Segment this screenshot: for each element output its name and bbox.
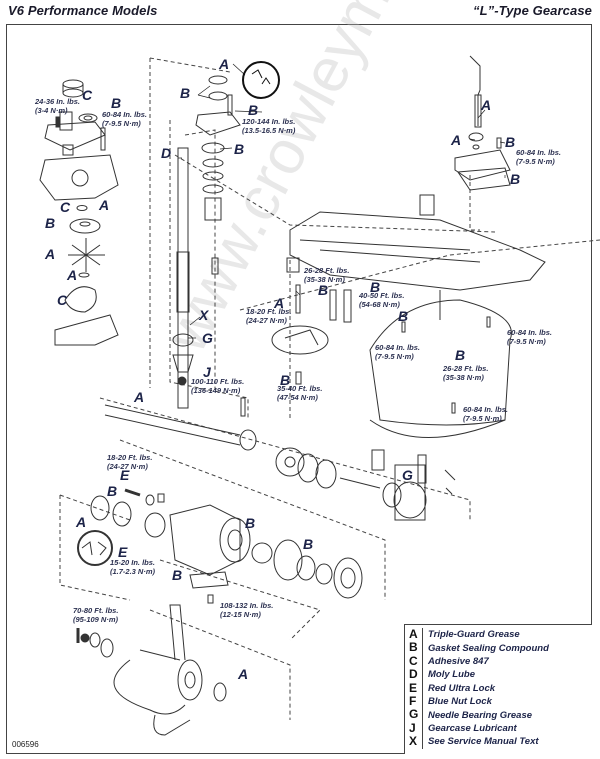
callout-letter: B — [248, 102, 259, 118]
callout-letter: A — [274, 295, 285, 311]
torque-spec: 60-84 In. lbs.(7-9.5 N·m) — [375, 343, 421, 362]
callout-letter: G — [402, 467, 413, 483]
legend-text: Blue Nut Lock — [428, 696, 492, 708]
torque-spec: 100-110 Ft. lbs.(136-149 N·m) — [191, 377, 245, 396]
legend-key: D — [409, 667, 423, 682]
legend-text: Gearcase Lubricant — [428, 722, 517, 734]
callout-letter: B — [455, 347, 466, 363]
legend-item: F Blue Nut Lock — [409, 694, 592, 709]
legend-text: Triple-Guard Grease — [428, 629, 520, 641]
torque-spec: 35-40 Ft. lbs.(47-54 N·m) — [277, 384, 323, 403]
callout-letter: B — [107, 483, 118, 499]
torque-spec: 60-84 In. lbs.(7-9.5 N·m) — [463, 405, 509, 424]
dashed-guides — [59, 57, 600, 720]
callout-letter: B — [234, 141, 245, 157]
callout-letter: A — [134, 389, 145, 405]
callout-letter: B — [303, 536, 314, 552]
legend-key: C — [409, 654, 423, 669]
legend-item: A Triple-Guard Grease — [409, 627, 592, 642]
bearing-carrier-parts — [77, 488, 363, 604]
lubricant-legend: A Triple-Guard Grease B Gasket Sealing Com… — [404, 624, 592, 754]
torque-spec: 18-20 Ft. lbs.(24-27 N·m) — [107, 453, 153, 472]
callout-letter: A — [238, 666, 249, 682]
legend-key: J — [409, 721, 423, 736]
legend-item: J Gearcase Lubricant — [409, 721, 592, 736]
page-title-left: V6 Performance Models — [8, 3, 158, 18]
torque-spec: 120-144 In. lbs.(13.5-16.5 N·m) — [242, 117, 296, 136]
torque-spec: 70-80 Ft. lbs.(95-109 N·m) — [73, 606, 119, 625]
callout-letter: B — [510, 171, 521, 187]
callout-letter: C — [60, 199, 71, 215]
legend-text: Adhesive 847 — [428, 655, 489, 667]
legend-text: Moly Lube — [428, 669, 475, 681]
torque-spec: 40-50 Ft. lbs.(54-68 N·m) — [359, 291, 405, 310]
torque-spec: 60-84 In. lbs.(7-9.5 N·m) — [516, 148, 562, 167]
mid-fasteners — [271, 257, 491, 414]
callout-letter: B — [318, 282, 329, 298]
callout-letter: X — [199, 307, 209, 323]
callout-letter: C — [82, 87, 93, 103]
legend-key: G — [409, 707, 423, 722]
legend-item: E Red Ultra Lock — [409, 681, 592, 695]
callout-letter: E — [120, 467, 130, 483]
legend-item: B Gasket Sealing Compound — [409, 640, 592, 655]
propshaft-parts — [104, 397, 456, 521]
detail-circle — [242, 61, 280, 99]
callout-letter: B — [398, 308, 409, 324]
torque-spec: 26-28 Ft. lbs.(35-38 N·m) — [304, 266, 350, 285]
torque-spec: 108-132 In. lbs.(12-15 N·m) — [220, 601, 274, 620]
legend-text: See Service Manual Text — [428, 736, 539, 748]
callout-letter: E — [118, 544, 128, 560]
legend-item: D Moly Lube — [409, 667, 592, 682]
torque-spec: 60-84 In. lbs.(7-9.5 N·m) — [507, 328, 553, 347]
driveshaft-parts — [172, 75, 241, 409]
callout-letter: A — [219, 56, 230, 72]
callout-letter: A — [45, 246, 56, 262]
torque-spec: 15-20 In. lbs.(1.7-2.3 N·m) — [110, 558, 156, 577]
torque-spec: 26-28 Ft. lbs.(35-38 N·m) — [443, 364, 489, 383]
page-title-right: “L”-Type Gearcase — [473, 3, 592, 18]
legend-text: Red Ultra Lock — [428, 682, 496, 694]
callout-letter: B — [280, 372, 291, 388]
shift-shaft-parts — [454, 55, 511, 191]
callout-letter: A — [451, 132, 462, 148]
legend-item: X See Service Manual Text — [409, 734, 592, 749]
callout-letter: B — [245, 515, 256, 531]
propeller — [76, 604, 227, 736]
callout-letter: A — [99, 197, 110, 213]
torque-spec: 24-36 In. lbs.(3-4 N·m) — [35, 97, 81, 116]
callout-letter: B — [370, 279, 381, 295]
legend-key: E — [409, 681, 423, 695]
callout-letter: A — [481, 97, 492, 113]
callout-letter: J — [203, 364, 211, 380]
legend-text: Gasket Sealing Compound — [428, 642, 549, 654]
callout-letter: D — [161, 145, 172, 161]
callout-letter: B — [505, 134, 516, 150]
callout-letter: A — [67, 267, 78, 283]
legend-key: B — [409, 640, 423, 655]
legend-item: C Adhesive 847 — [409, 654, 592, 669]
legend-key: A — [409, 627, 423, 642]
callout-letter: G — [202, 330, 213, 346]
figure-id: 006596 — [12, 740, 39, 749]
callout-letter: A — [76, 514, 87, 530]
water-pump-parts — [39, 79, 119, 346]
legend-text: Needle Bearing Grease — [428, 709, 533, 721]
torque-spec: 18-20 Ft. lbs.(24-27 N·m) — [246, 307, 292, 326]
callout-letter: C — [57, 292, 68, 308]
torque-spec: 60-84 In. lbs.(7-9.5 N·m) — [102, 110, 148, 129]
diagram-frame — [6, 24, 592, 754]
gearcase-housing — [289, 194, 546, 438]
leader-lines — [178, 63, 506, 339]
legend-key: X — [409, 734, 423, 749]
legend-item: G Needle Bearing Grease — [409, 707, 592, 722]
callout-letter: B — [180, 85, 191, 101]
callout-letter: B — [45, 215, 56, 231]
callout-letter: B — [111, 95, 122, 111]
legend-key: F — [409, 694, 423, 709]
callout-letter: B — [172, 567, 183, 583]
